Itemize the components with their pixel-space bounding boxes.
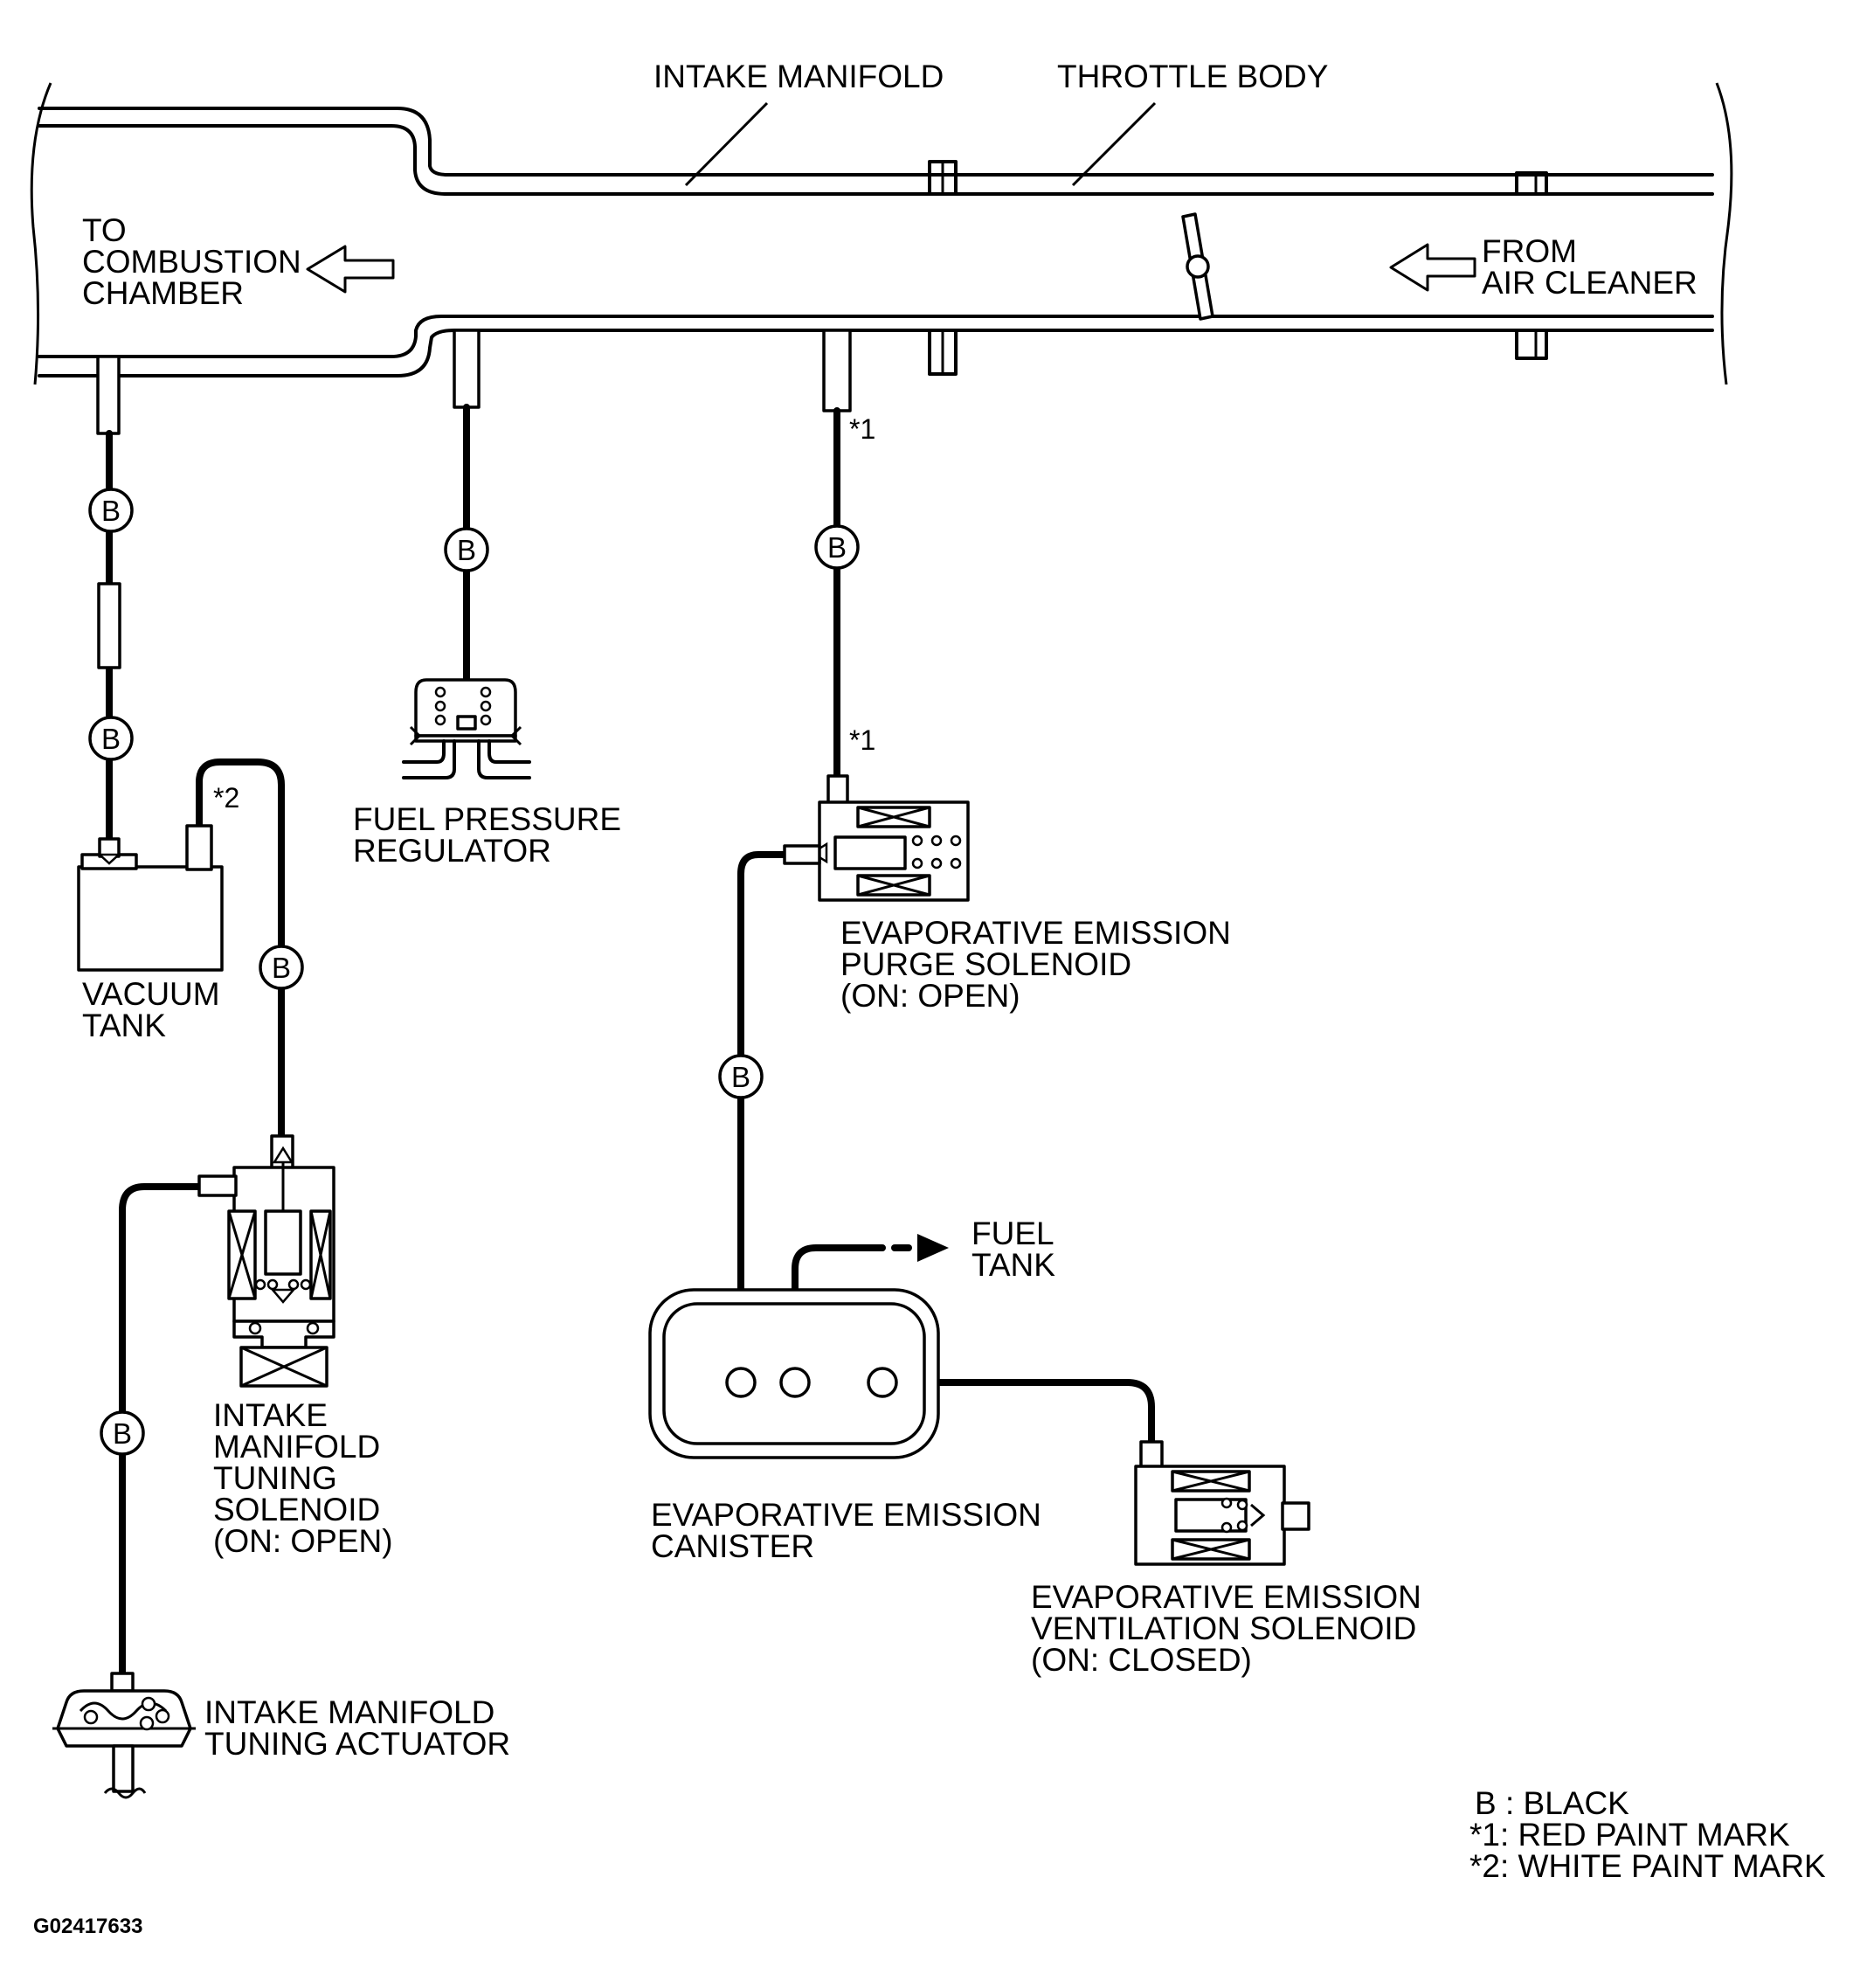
svg-text:FUEL PRESSURE: FUEL PRESSURE xyxy=(353,801,621,837)
hose-marker-b: B xyxy=(814,524,860,570)
hose-marker-b: B xyxy=(718,1054,764,1099)
svg-text:TUNING ACTUATOR: TUNING ACTUATOR xyxy=(204,1726,510,1762)
tuning-actuator-label: INTAKE MANIFOLD TUNING ACTUATOR xyxy=(204,1694,510,1762)
red-paint-mark: *1 xyxy=(849,413,875,445)
leader-line xyxy=(1071,101,1157,187)
hose-marker-b: B xyxy=(100,1410,145,1456)
svg-text:CANISTER: CANISTER xyxy=(651,1528,814,1564)
svg-text:B : BLACK: B : BLACK xyxy=(1475,1785,1629,1821)
svg-text:TANK: TANK xyxy=(971,1247,1055,1283)
vacuum-tank-label: VACUUM TANK xyxy=(82,976,220,1043)
hose-marker-b: B xyxy=(444,527,489,572)
hose-marker-b: B xyxy=(259,945,304,990)
svg-text:B: B xyxy=(827,531,847,564)
svg-text:VACUUM: VACUUM xyxy=(82,976,220,1012)
svg-text:B: B xyxy=(272,952,291,984)
white-paint-mark: *2 xyxy=(213,782,239,814)
ventilation-solenoid-label: EVAPORATIVE EMISSION VENTILATION SOLENOI… xyxy=(1031,1579,1421,1678)
hose-marker-b: B xyxy=(88,716,134,761)
svg-text:EVAPORATIVE EMISSION: EVAPORATIVE EMISSION xyxy=(1031,1579,1421,1615)
intake-duct xyxy=(30,82,1733,435)
check-valve xyxy=(97,582,121,669)
svg-text:TANK: TANK xyxy=(82,1008,166,1043)
fuel-pressure-regulator-label: FUEL PRESSURE REGULATOR xyxy=(353,801,621,869)
hose-color-markers: B B B B B B B xyxy=(88,488,860,1456)
svg-text:(ON: CLOSED): (ON: CLOSED) xyxy=(1031,1642,1252,1678)
svg-text:FROM: FROM xyxy=(1482,233,1577,269)
tuning-solenoid xyxy=(197,1134,335,1388)
arrow-left-icon xyxy=(306,245,395,294)
purge-port xyxy=(822,329,852,412)
tuning-solenoid-label: INTAKE MANIFOLD TUNING SOLENOID (ON: OPE… xyxy=(213,1397,393,1559)
svg-text:SOLENOID: SOLENOID xyxy=(213,1492,380,1527)
fpr-port xyxy=(453,329,481,409)
vacuum-tank-port xyxy=(96,355,121,435)
intake-manifold-label: INTAKE MANIFOLD xyxy=(653,59,944,94)
svg-text:B: B xyxy=(731,1061,750,1093)
svg-text:INTAKE: INTAKE xyxy=(213,1397,328,1433)
svg-text:COMBUSTION: COMBUSTION xyxy=(82,244,301,280)
arrow-right-icon xyxy=(917,1234,949,1262)
ventilation-solenoid xyxy=(1134,1440,1310,1566)
svg-text:MANIFOLD: MANIFOLD xyxy=(213,1429,380,1465)
purge-solenoid xyxy=(783,774,970,902)
fuel-pressure-regulator xyxy=(402,678,531,779)
arrow-left-icon xyxy=(1389,243,1476,292)
svg-text:(ON: OPEN): (ON: OPEN) xyxy=(213,1523,393,1559)
svg-text:VENTILATION SOLENOID: VENTILATION SOLENOID xyxy=(1031,1610,1416,1646)
svg-text:AIR CLEANER: AIR CLEANER xyxy=(1482,265,1698,301)
to-combustion-label: TO COMBUSTION CHAMBER xyxy=(82,212,301,311)
svg-text:FUEL: FUEL xyxy=(971,1216,1054,1251)
legend: B : BLACK *1: RED PAINT MARK *2: WHITE P… xyxy=(1469,1785,1826,1884)
svg-text:*2: WHITE PAINT MARK: *2: WHITE PAINT MARK xyxy=(1469,1848,1826,1884)
svg-text:B: B xyxy=(457,534,476,566)
from-air-cleaner-label: FROM AIR CLEANER xyxy=(1482,233,1698,301)
svg-text:CHAMBER: CHAMBER xyxy=(82,275,244,311)
canister xyxy=(648,1288,940,1459)
svg-text:*1: RED PAINT MARK: *1: RED PAINT MARK xyxy=(1469,1817,1790,1853)
svg-text:(ON: OPEN): (ON: OPEN) xyxy=(840,978,1020,1014)
purge-solenoid-label: EVAPORATIVE EMISSION PURGE SOLENOID (ON:… xyxy=(840,915,1231,1014)
svg-text:TUNING: TUNING xyxy=(213,1460,337,1496)
svg-text:INTAKE MANIFOLD: INTAKE MANIFOLD xyxy=(204,1694,494,1730)
svg-text:PURGE SOLENOID: PURGE SOLENOID xyxy=(840,946,1131,982)
svg-text:TO: TO xyxy=(82,212,127,248)
hose-marker-b: B xyxy=(88,488,134,533)
throttle-valve xyxy=(1181,212,1214,321)
fuel-tank-label: FUEL TANK xyxy=(971,1216,1055,1283)
throttle-body-label: THROTTLE BODY xyxy=(1057,59,1328,94)
red-paint-mark: *1 xyxy=(849,724,875,756)
svg-text:B: B xyxy=(101,723,121,755)
svg-text:EVAPORATIVE EMISSION: EVAPORATIVE EMISSION xyxy=(840,915,1231,951)
figure-code: G02417633 xyxy=(33,1915,142,1938)
canister-label: EVAPORATIVE EMISSION CANISTER xyxy=(651,1497,1041,1564)
svg-text:REGULATOR: REGULATOR xyxy=(353,833,551,869)
svg-text:EVAPORATIVE EMISSION: EVAPORATIVE EMISSION xyxy=(651,1497,1041,1533)
leader-line xyxy=(684,101,769,187)
svg-text:B: B xyxy=(113,1417,132,1450)
vacuum-tank xyxy=(77,824,224,972)
tuning-actuator xyxy=(52,1672,196,1799)
svg-text:B: B xyxy=(101,495,121,527)
